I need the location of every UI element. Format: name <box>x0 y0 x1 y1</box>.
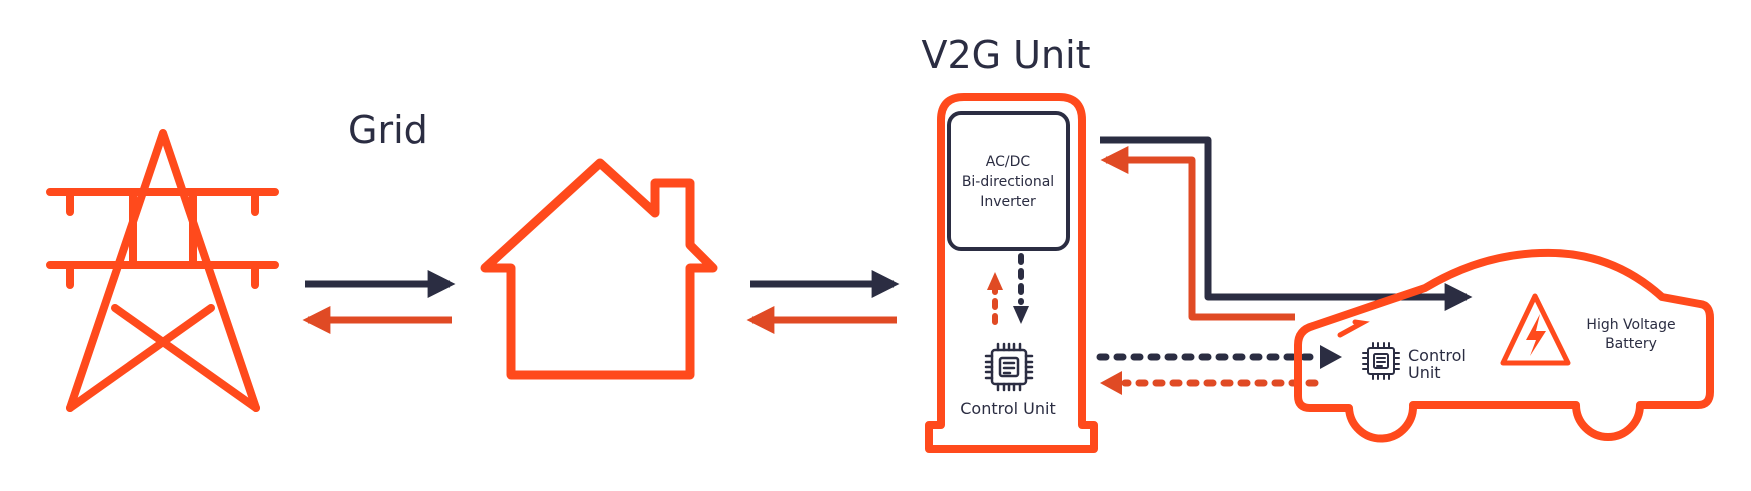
inverter-label-line2: Bi-directional <box>962 174 1054 190</box>
power-flow-to-v2g <box>1100 146 1295 321</box>
high-voltage-warning-icon <box>1500 293 1571 366</box>
inverter-label-line3: Inverter <box>980 194 1036 210</box>
v2g-unit-title: V2G Unit <box>921 33 1090 77</box>
electric-car-icon <box>1294 248 1714 443</box>
car-control-unit-label-line2: Unit <box>1408 363 1441 382</box>
internal-arrow-up-head <box>987 272 1003 290</box>
house-icon <box>480 158 718 380</box>
internal-arrow-down-head <box>1013 306 1029 324</box>
battery-label-line2: Battery <box>1605 336 1657 352</box>
inverter-label-line1: AC/DC <box>986 154 1031 170</box>
v2g-unit-housing <box>925 93 1098 453</box>
microchip-icon <box>984 342 1034 392</box>
inverter-box <box>947 111 1070 251</box>
data-flow-to-v2g-head <box>1100 371 1122 395</box>
control-unit-label: Control Unit <box>960 399 1056 418</box>
power-flow-to-car <box>1100 136 1473 311</box>
data-flow-to-car-head <box>1320 345 1342 369</box>
transmission-tower-icon <box>46 129 279 412</box>
car-microchip-icon <box>1362 342 1400 380</box>
car-control-unit-label-line1: Control <box>1408 346 1466 365</box>
battery-label-line1: High Voltage <box>1586 317 1675 333</box>
car-window-line <box>1337 319 1370 338</box>
grid-label: Grid <box>348 108 428 152</box>
